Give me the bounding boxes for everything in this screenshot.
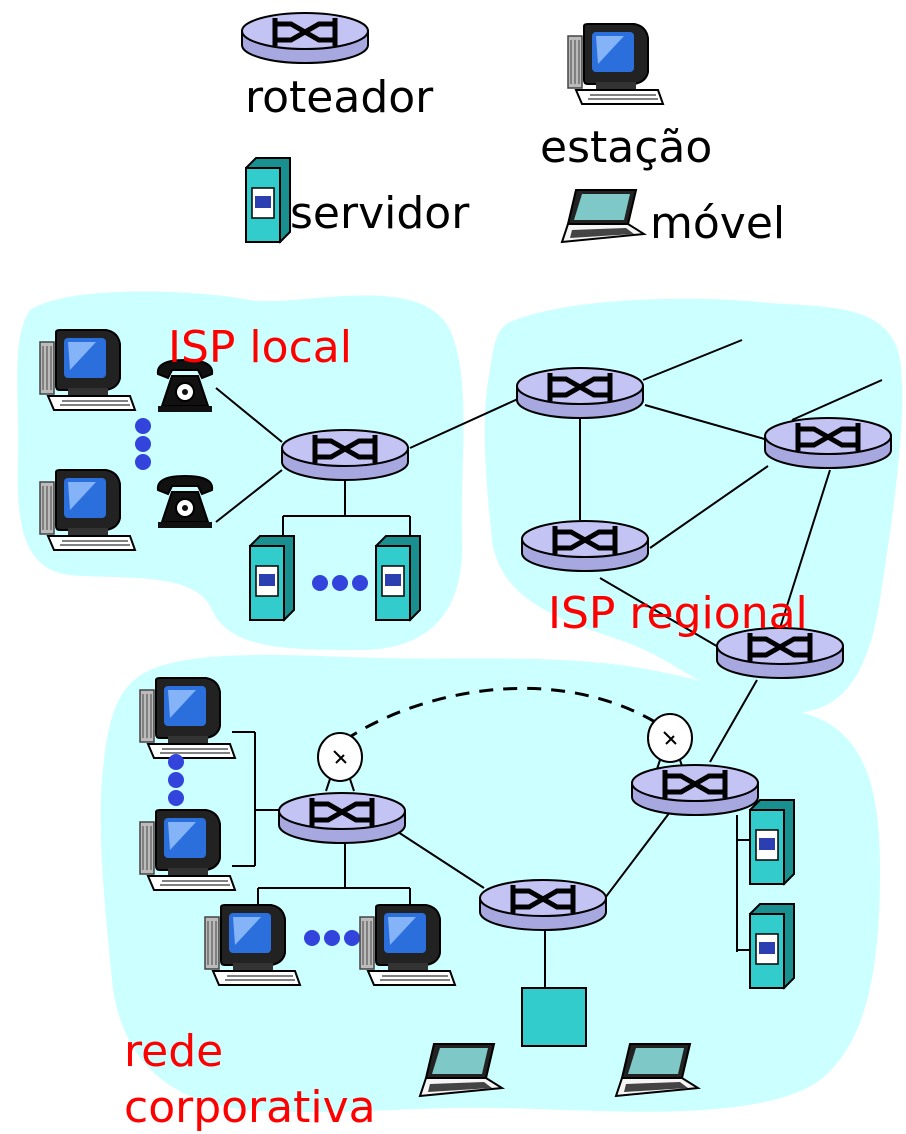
local-isp-cloud bbox=[17, 291, 464, 650]
legend-workstation-label: estação bbox=[540, 122, 712, 173]
legend-router-icon bbox=[242, 13, 368, 63]
legend-server-icon bbox=[245, 157, 291, 243]
corporate-network-label-line2: corporativa bbox=[124, 1082, 376, 1133]
corporate-gateway-router-icon bbox=[632, 765, 758, 815]
ellipsis-dot bbox=[135, 436, 151, 452]
corporate-server-icon bbox=[749, 903, 795, 989]
legend-mobile-icon bbox=[561, 189, 645, 243]
ellipsis-dot bbox=[135, 454, 151, 470]
ellipsis-dot bbox=[168, 772, 184, 788]
local-server-icon bbox=[249, 535, 295, 621]
regional-router-icon bbox=[522, 521, 648, 571]
ellipsis-dot bbox=[344, 930, 360, 946]
corporate-network-label-line1: rede bbox=[124, 1026, 223, 1077]
local-isp-label: ISP local bbox=[168, 322, 352, 373]
ellipsis-dot bbox=[168, 790, 184, 806]
ellipsis-dot bbox=[312, 575, 328, 591]
legend-workstation-icon bbox=[567, 23, 664, 105]
local-isp-router-icon bbox=[282, 430, 408, 480]
ellipsis-dot bbox=[352, 575, 368, 591]
ellipsis-dot bbox=[324, 930, 340, 946]
ellipsis-dot bbox=[332, 575, 348, 591]
legend-mobile-label: móvel bbox=[650, 198, 785, 249]
corporate-router-icon bbox=[480, 880, 606, 930]
ellipsis-dot bbox=[135, 418, 151, 434]
local-server-icon bbox=[375, 535, 421, 621]
legend-server-label: servidor bbox=[290, 188, 470, 239]
regional-router-icon bbox=[765, 418, 891, 468]
network-links bbox=[215, 339, 883, 988]
regional-router-icon bbox=[517, 368, 643, 418]
legend-router-label: roteador bbox=[245, 72, 434, 123]
corporate-router-icon bbox=[279, 793, 405, 843]
wireless-link bbox=[344, 686, 666, 742]
ellipsis-dot bbox=[304, 930, 320, 946]
access-point-icon bbox=[521, 987, 587, 1047]
corporate-server-icon bbox=[749, 799, 795, 885]
regional-isp-label: ISP regional bbox=[548, 588, 808, 639]
ellipsis-dot bbox=[168, 754, 184, 770]
